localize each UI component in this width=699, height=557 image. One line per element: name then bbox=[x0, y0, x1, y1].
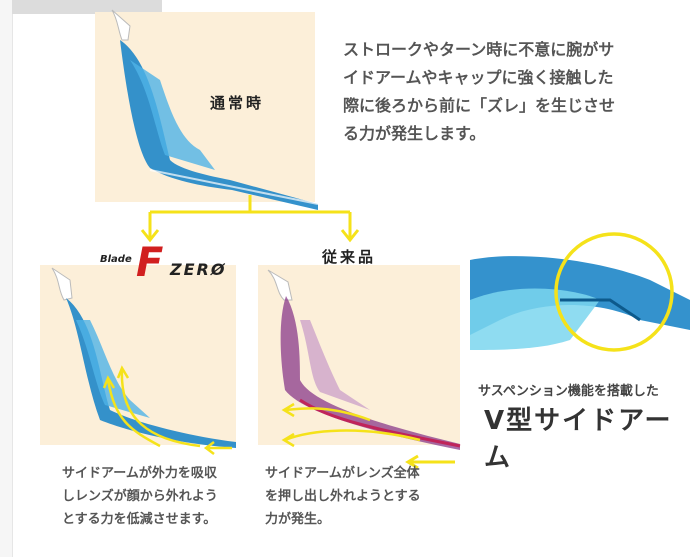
top-description-line: 際に後ろから前に「ズレ」を生じさせ bbox=[343, 96, 616, 115]
caption-right-line: を押し出し外れようとする bbox=[265, 489, 421, 504]
feature-title: V型サイドアーム bbox=[484, 406, 673, 473]
logo-script: Blade bbox=[100, 254, 132, 265]
left-gutter bbox=[0, 0, 13, 557]
caption-left-line: とする力を低減させます。 bbox=[62, 512, 217, 527]
top-description: ストロークやターン時に不意に腕がサ イドアームやキャップに強く接触した 際に後ろ… bbox=[343, 36, 663, 148]
caption-left: サイドアームが外力を吸収 しレンズが顔から外れよう とする力を低減させます。 bbox=[62, 462, 218, 531]
top-goggle-illustration bbox=[111, 9, 319, 210]
caption-left-line: しレンズが顔から外れよう bbox=[62, 489, 218, 504]
caption-left-line: サイドアームが外力を吸収 bbox=[62, 466, 217, 481]
caption-right-line: 力が発生。 bbox=[265, 512, 331, 527]
bladezero-panel bbox=[40, 265, 236, 445]
v-arm-closeup-illustration bbox=[470, 232, 690, 360]
top-description-line: る力が発生します。 bbox=[343, 124, 486, 143]
top-description-line: イドアームやキャップに強く接触した bbox=[343, 68, 614, 87]
bladezero-logo: Blade F ZERØ bbox=[100, 240, 260, 286]
conventional-label: 従来品 bbox=[322, 248, 377, 266]
logo-word: ZERØ bbox=[170, 260, 227, 279]
conventional-goggle-illustration bbox=[267, 269, 461, 470]
top-description-line: ストロークやターン時に不意に腕がサ bbox=[343, 40, 615, 59]
branch-arrows bbox=[140, 195, 360, 243]
bladezero-goggle-illustration bbox=[51, 267, 236, 455]
feature-subtitle: サスペンション機能を搭載した bbox=[478, 384, 659, 399]
caption-right: サイドアームがレンズ全体 を押し出し外れようとする 力が発生。 bbox=[265, 462, 421, 531]
top-strip bbox=[12, 0, 162, 14]
normal-state-label: 通常時 bbox=[210, 94, 265, 112]
logo-mark: F bbox=[136, 240, 164, 286]
caption-right-line: サイドアームがレンズ全体 bbox=[265, 466, 420, 481]
